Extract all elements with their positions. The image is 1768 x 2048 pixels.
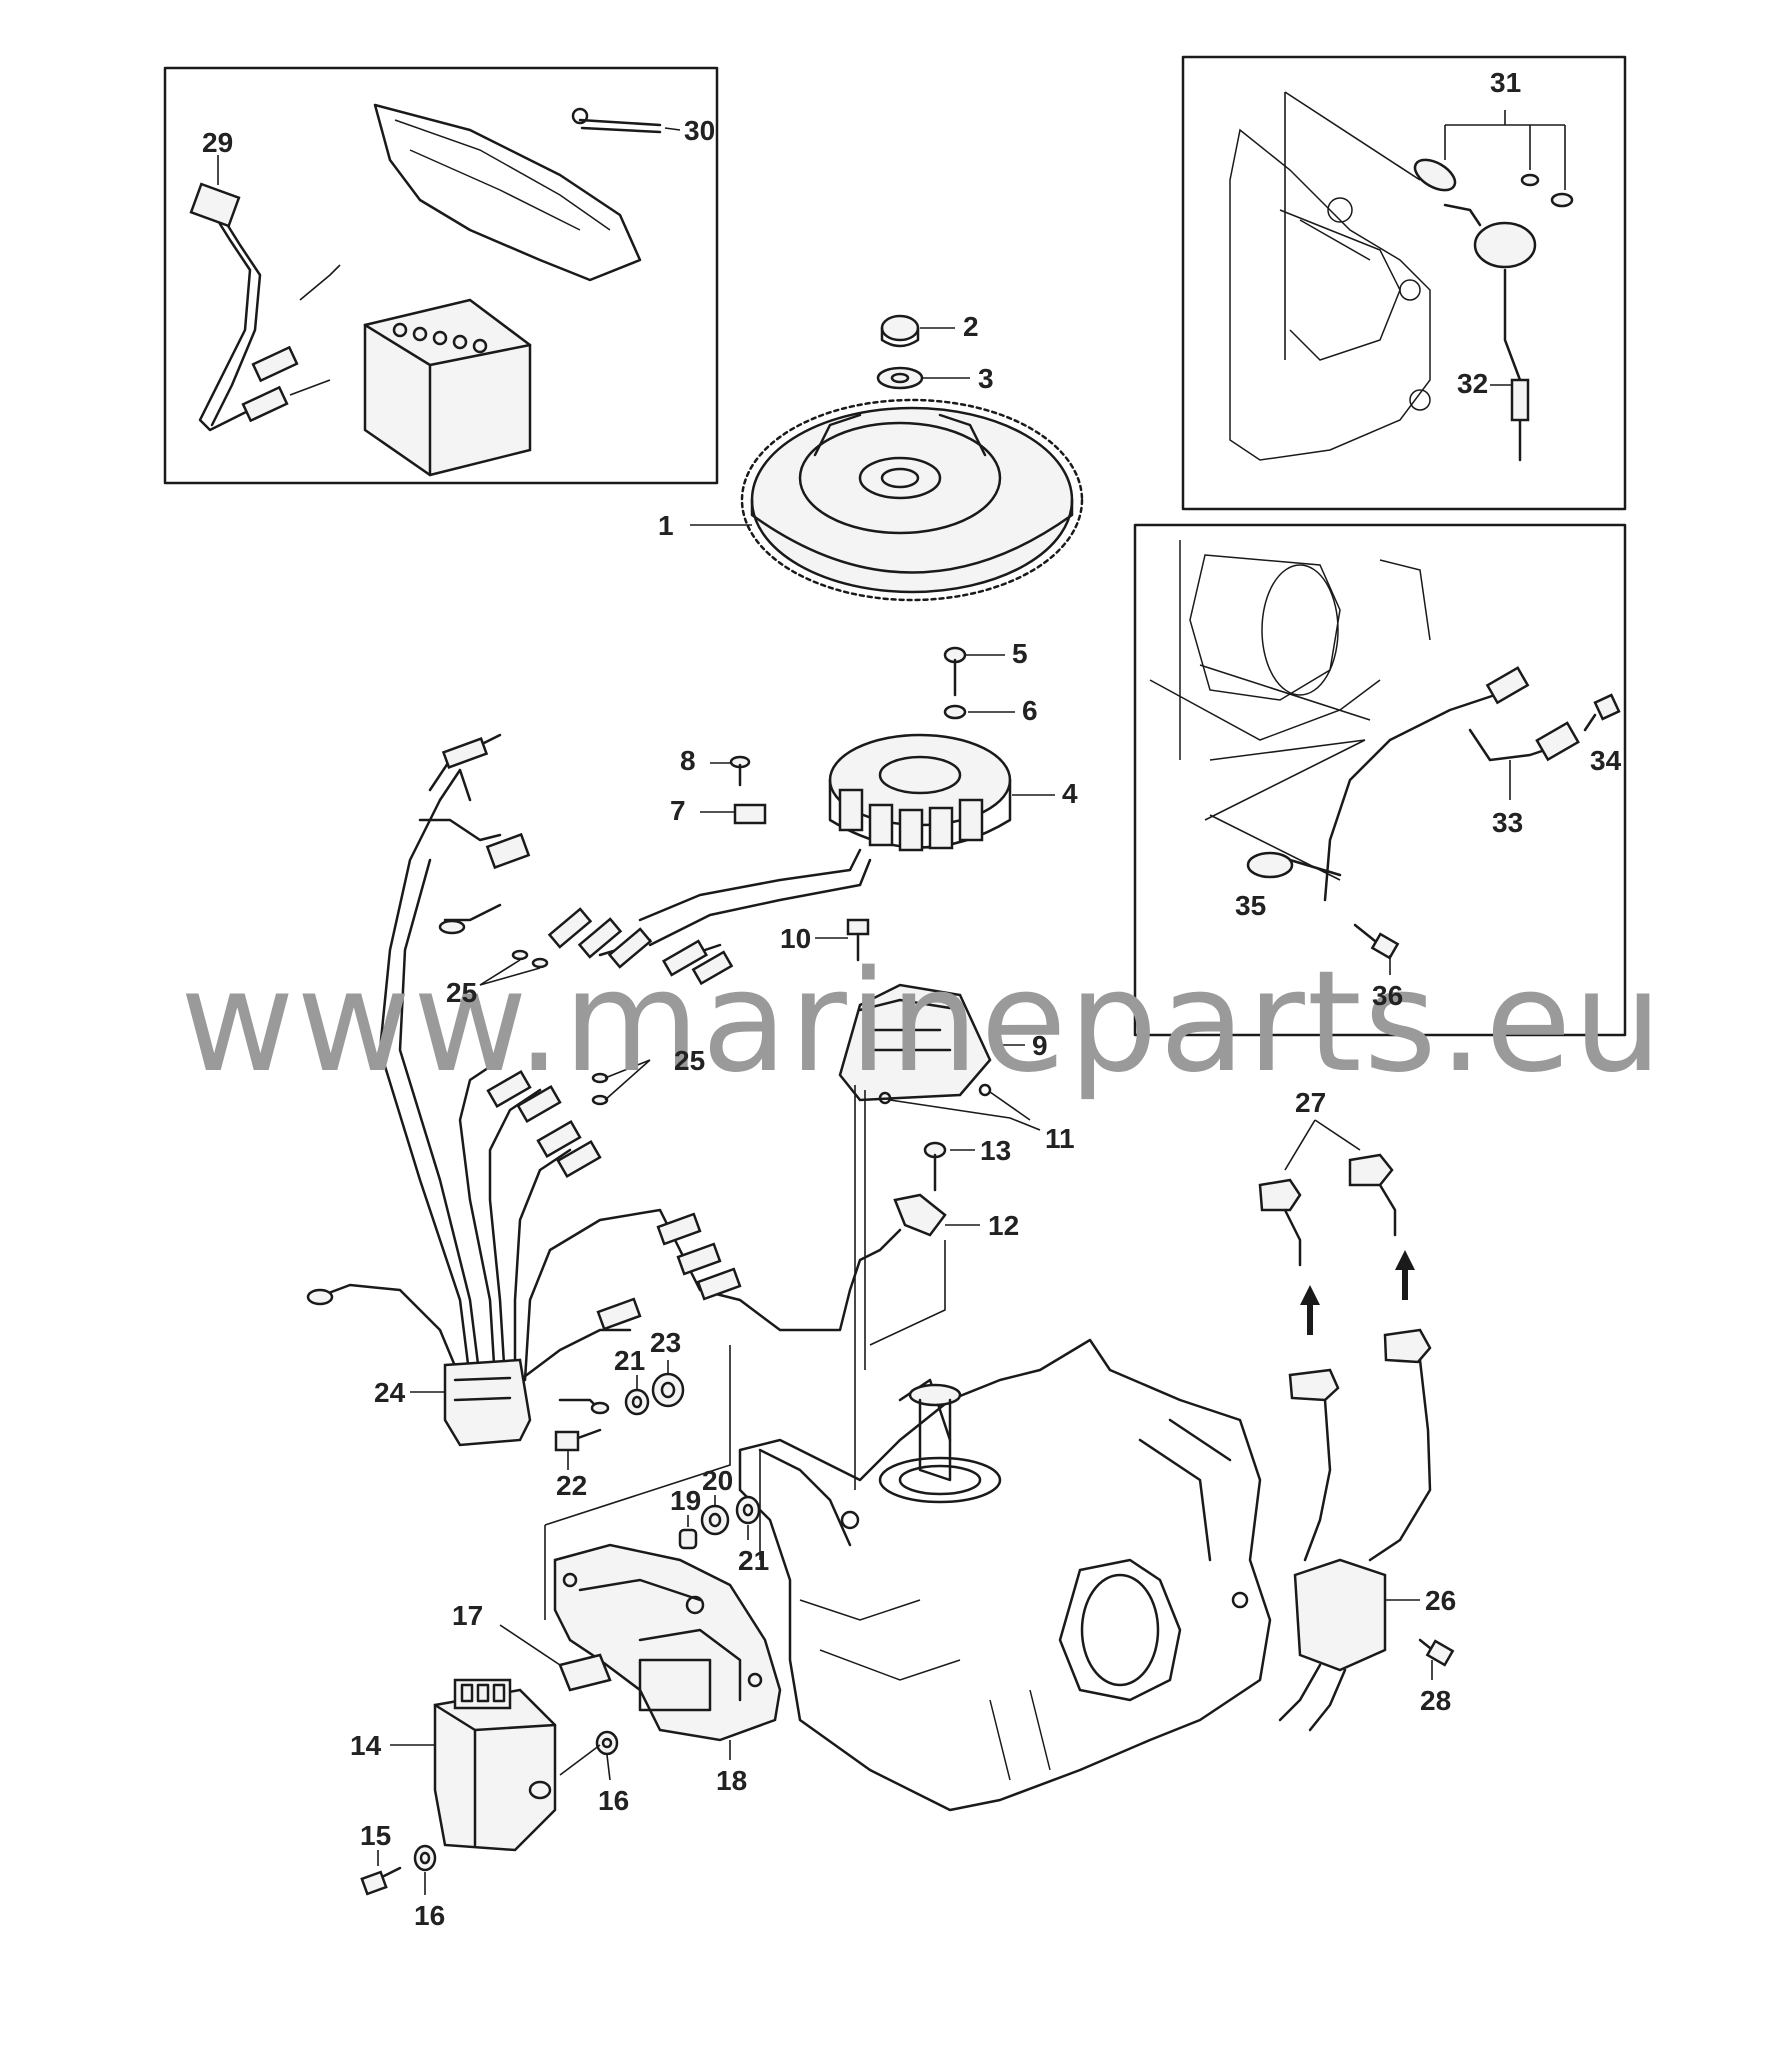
callout-15: 15 [360, 1820, 391, 1851]
grommet-23 [651, 1360, 685, 1408]
callout-28: 28 [1420, 1685, 1451, 1716]
callout-12: 12 [988, 1210, 1019, 1241]
callout-11: 11 [1045, 1123, 1075, 1154]
stator-4 [828, 733, 1055, 852]
washer-3 [876, 366, 970, 390]
callout-36: 36 [1372, 980, 1403, 1011]
callout-2: 2 [963, 311, 979, 342]
callout-34: 34 [1590, 745, 1622, 776]
callout-24: 24 [374, 1377, 406, 1408]
engine-block [738, 1338, 1272, 1812]
sensor-12 [698, 1193, 980, 1332]
bolt-22 [554, 1398, 610, 1470]
pressure-switch-31 [1413, 110, 1574, 208]
clamp-35 [1209, 814, 1342, 881]
callout-10: 10 [780, 923, 811, 954]
wiring-harness [306, 733, 742, 1392]
callout-3: 3 [978, 363, 994, 394]
callout-33: 33 [1492, 807, 1523, 838]
washer-21-upper [624, 1375, 650, 1416]
bolt-15 [360, 1850, 402, 1896]
ignition-coil-26 [1278, 1328, 1432, 1732]
callout-20: 20 [702, 1465, 733, 1496]
callout-7: 7 [670, 795, 686, 826]
watermark: www.marineparts.eu [180, 941, 1664, 1104]
grommet-20 [700, 1495, 730, 1536]
plugs-11 [878, 1083, 1041, 1131]
callout-18: 18 [716, 1765, 747, 1796]
callout-9: 9 [1032, 1030, 1048, 1061]
callout-31: 31 [1490, 67, 1521, 98]
callout-5: 5 [1012, 638, 1028, 669]
bolt-28 [1418, 1638, 1455, 1680]
callout-4: 4 [1062, 778, 1078, 809]
callout-labels: 1 2 3 4 5 6 7 8 9 10 11 12 13 14 15 16 1… [202, 67, 1622, 1931]
callout-14: 14 [350, 1730, 382, 1761]
callout-32: 32 [1457, 368, 1488, 399]
screw-10 [815, 918, 870, 962]
battery-cable-29 [189, 182, 299, 432]
cdi-unit-14 [390, 1678, 557, 1852]
bolt-5 [943, 646, 1005, 697]
callout-27: 27 [1295, 1087, 1326, 1118]
inset-battery-cable [163, 66, 719, 485]
terminals-25 [479, 949, 651, 1106]
arrows [1300, 1250, 1415, 1335]
flywheel-1 [690, 398, 1084, 602]
callout-16a: 16 [598, 1785, 629, 1816]
washer-6 [943, 704, 1015, 720]
nut-2 [880, 314, 955, 348]
callout-29: 29 [202, 127, 233, 158]
plate-9 [838, 983, 1025, 1102]
callout-17: 17 [452, 1600, 483, 1631]
screw-34 [1583, 693, 1621, 732]
callout-26: 26 [1425, 1585, 1456, 1616]
spacer-17 [499, 1624, 612, 1692]
inset-ground-lead [1133, 523, 1627, 1037]
plug-caps-27 [1258, 1119, 1397, 1267]
callout-21b: 21 [738, 1545, 769, 1576]
callout-25a: 25 [446, 977, 477, 1008]
washer-16-lower [413, 1844, 437, 1895]
bracket-18 [553, 1543, 782, 1760]
ground-lead-33 [1323, 666, 1580, 902]
callout-6: 6 [1022, 695, 1038, 726]
screw-36 [1353, 923, 1400, 975]
inset-pressure-switch [1181, 55, 1627, 511]
callout-23: 23 [650, 1327, 681, 1358]
callout-25b: 25 [674, 1045, 705, 1076]
screw-8 [710, 755, 751, 787]
callout-8: 8 [680, 745, 696, 776]
clamp-7 [700, 803, 767, 825]
connector-24 [410, 1358, 532, 1447]
callout-13: 13 [980, 1135, 1011, 1166]
callout-1: 1 [658, 510, 674, 541]
callout-19: 19 [670, 1485, 701, 1516]
sender-32 [1443, 203, 1537, 462]
washer-21-lower [735, 1495, 761, 1540]
callout-21a: 21 [614, 1345, 645, 1376]
callout-16b: 16 [414, 1900, 445, 1931]
callout-30: 30 [684, 115, 715, 146]
battery [363, 298, 532, 477]
bolt-13 [923, 1141, 975, 1192]
callout-35: 35 [1235, 890, 1266, 921]
bolt-30 [571, 107, 681, 134]
callout-22: 22 [556, 1470, 587, 1501]
washer-16-upper [595, 1730, 619, 1781]
bushing-19 [678, 1515, 698, 1550]
